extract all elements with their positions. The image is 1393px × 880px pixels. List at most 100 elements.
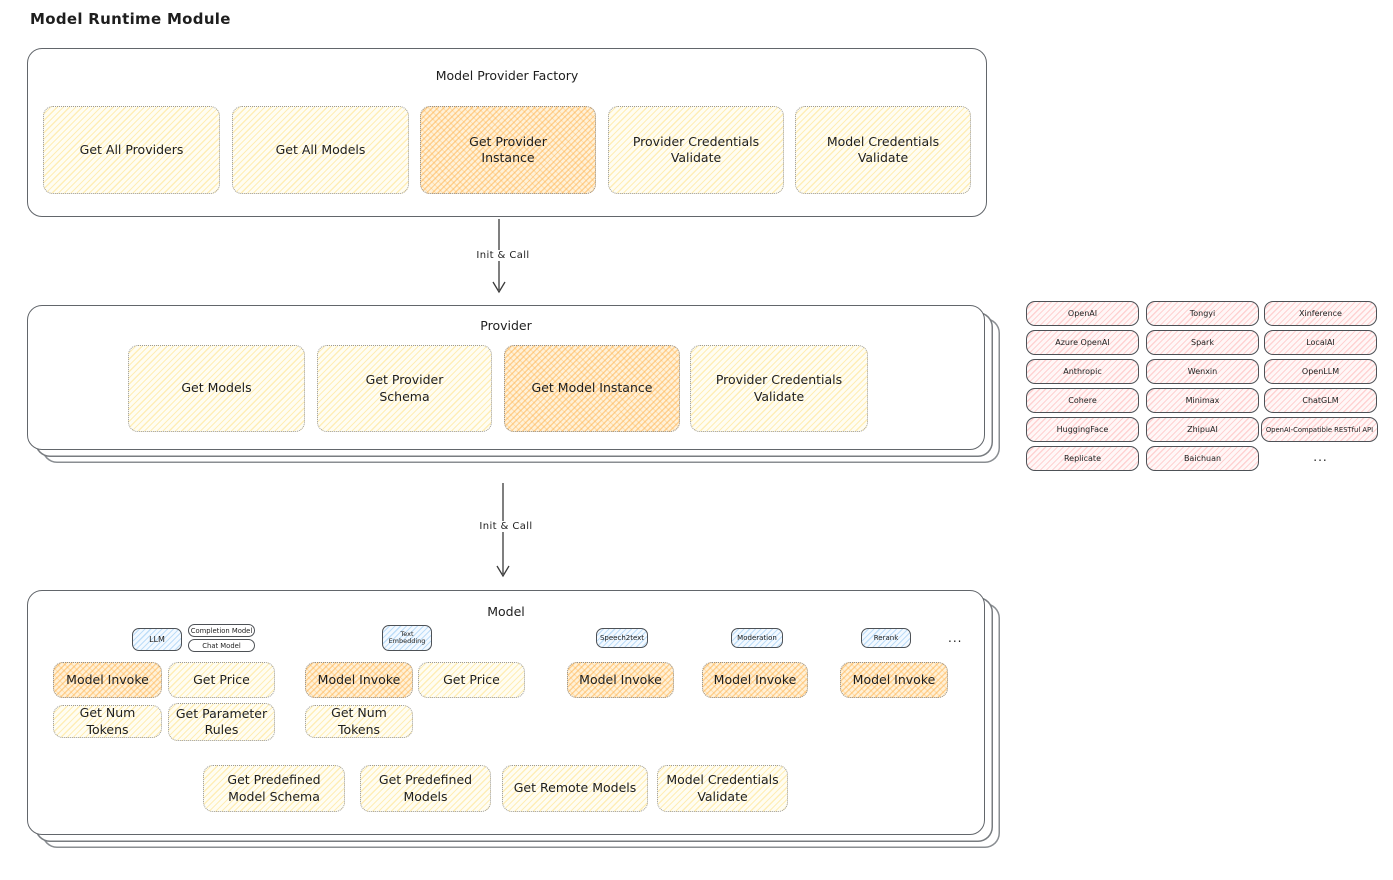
node-get-models: Get Models bbox=[128, 345, 305, 432]
type-pill-chat-model: Chat Model bbox=[188, 639, 255, 652]
node-llm-get-price: Get Price bbox=[168, 662, 275, 698]
provider-replicate: Replicate bbox=[1026, 446, 1139, 471]
node-label: Get Model Instance bbox=[531, 380, 653, 396]
type-pill-moderation: Moderation bbox=[731, 628, 783, 648]
node-get-provider-instance: Get Provider Instance bbox=[420, 106, 596, 194]
node-label: Get Predefined Model Schema bbox=[227, 772, 321, 804]
node-label: Get Price bbox=[193, 671, 250, 687]
type-pill-label: Rerank bbox=[873, 633, 899, 642]
type-pill-speech2text: Speech2text bbox=[596, 628, 648, 648]
node-model-credentials-validate-factory: Model Credentials Validate bbox=[795, 106, 971, 194]
type-pill-completion-model: Completion Model bbox=[188, 624, 255, 637]
provider-label: Anthropic bbox=[1063, 367, 1102, 376]
type-pill-label: Speech2text bbox=[599, 633, 645, 642]
node-get-provider-schema: Get Provider Schema bbox=[317, 345, 492, 432]
provider-zhipuai: ZhipuAI bbox=[1146, 417, 1259, 442]
node-label: Model Credentials Validate bbox=[826, 133, 940, 165]
node-label: Get Parameter Rules bbox=[175, 705, 268, 737]
node-label: Get Provider Schema bbox=[365, 372, 444, 404]
type-pill-label: Completion Model bbox=[190, 626, 253, 635]
node-label: Model Invoke bbox=[317, 671, 401, 687]
node-label: Model Invoke bbox=[66, 671, 149, 687]
provider-xinference: Xinference bbox=[1264, 301, 1377, 326]
type-pill-label: LLM bbox=[149, 634, 165, 644]
provider-openai-compatible-restful-api: OpenAI-Compatible RESTful API bbox=[1261, 417, 1378, 442]
provider-localai: LocalAI bbox=[1264, 330, 1377, 355]
provider-wenxin: Wenxin bbox=[1146, 359, 1259, 384]
node-label: Get Remote Models bbox=[513, 780, 637, 796]
type-pill-rerank: Rerank bbox=[861, 628, 911, 648]
provider-label: OpenAI bbox=[1067, 309, 1098, 318]
node-label: Model Credentials Validate bbox=[666, 772, 779, 804]
provider-huggingface: HuggingFace bbox=[1026, 417, 1139, 442]
provider-azure-openai: Azure OpenAI bbox=[1026, 330, 1139, 355]
provider-baichuan: Baichuan bbox=[1146, 446, 1259, 471]
provider-label: Minimax bbox=[1185, 396, 1220, 405]
provider-label: Replicate bbox=[1063, 454, 1101, 463]
provider-label: Xinference bbox=[1299, 309, 1342, 318]
provider-openai: OpenAI bbox=[1026, 301, 1139, 326]
provider-label: Cohere bbox=[1068, 396, 1097, 405]
node-label: Get All Providers bbox=[79, 141, 184, 157]
node-rerank-model-invoke: Model Invoke bbox=[840, 662, 948, 698]
arrow-provider-to-model bbox=[491, 483, 515, 582]
node-label: Get Price bbox=[443, 671, 500, 687]
node-get-predefined-models: Get Predefined Models bbox=[360, 765, 491, 812]
provider-label: ZhipuAI bbox=[1187, 425, 1218, 434]
arrow-label-init-call-2: Init & Call bbox=[461, 521, 551, 532]
type-pill-label: Chat Model bbox=[202, 641, 241, 650]
node-label: Get Models bbox=[181, 380, 252, 396]
provider-chatglm: ChatGLM bbox=[1264, 388, 1377, 413]
provider-label: HuggingFace bbox=[1056, 425, 1109, 434]
node-llm-get-num-tokens: Get Num Tokens bbox=[53, 705, 162, 738]
type-pill-label: Text Embedding bbox=[388, 629, 426, 645]
node-label: Get Num Tokens bbox=[331, 705, 387, 737]
provider-label: Tongyi bbox=[1189, 309, 1216, 318]
type-pill-llm: LLM bbox=[132, 628, 182, 651]
model-title: Model bbox=[487, 604, 525, 619]
type-pill-text-embedding: Text Embedding bbox=[382, 625, 432, 651]
node-label: Model Invoke bbox=[579, 671, 662, 687]
node-provider-credentials-validate-factory: Provider Credentials Validate bbox=[608, 106, 784, 194]
node-moderation-model-invoke: Model Invoke bbox=[702, 662, 808, 698]
node-get-all-providers: Get All Providers bbox=[43, 106, 220, 194]
provider-openllm: OpenLLM bbox=[1264, 359, 1377, 384]
model-type-more-ellipsis: ... bbox=[948, 631, 963, 645]
provider-spark: Spark bbox=[1146, 330, 1259, 355]
node-label: Model Invoke bbox=[713, 671, 797, 687]
node-get-all-models: Get All Models bbox=[232, 106, 409, 194]
node-embedding-model-invoke: Model Invoke bbox=[305, 662, 413, 698]
node-label: Provider Credentials Validate bbox=[715, 372, 843, 404]
node-label: Get Provider Instance bbox=[469, 133, 547, 165]
node-speech2text-model-invoke: Model Invoke bbox=[567, 662, 674, 698]
node-label: Model Invoke bbox=[852, 671, 936, 687]
node-get-predefined-model-schema: Get Predefined Model Schema bbox=[203, 765, 345, 812]
provider-more-ellipsis: ... bbox=[1313, 450, 1328, 464]
provider-tongyi: Tongyi bbox=[1146, 301, 1259, 326]
provider-label: Azure OpenAI bbox=[1055, 338, 1110, 347]
provider-minimax: Minimax bbox=[1146, 388, 1259, 413]
node-label: Provider Credentials Validate bbox=[632, 133, 760, 165]
node-get-remote-models: Get Remote Models bbox=[502, 765, 648, 812]
provider-label: OpenAI-Compatible RESTful API bbox=[1265, 425, 1374, 434]
type-pill-label: Moderation bbox=[737, 633, 777, 642]
diagram-title: Model Runtime Module bbox=[30, 10, 231, 28]
node-label: Get All Models bbox=[275, 141, 366, 157]
provider-label: Wenxin bbox=[1187, 367, 1218, 376]
node-label: Get Num Tokens bbox=[79, 705, 136, 737]
provider-label: OpenLLM bbox=[1301, 367, 1340, 376]
provider-anthropic: Anthropic bbox=[1026, 359, 1139, 384]
factory-title: Model Provider Factory bbox=[435, 68, 579, 83]
node-label: Get Predefined Models bbox=[378, 772, 473, 804]
arrow-label-init-call-1: Init & Call bbox=[458, 250, 548, 261]
node-llm-model-invoke: Model Invoke bbox=[53, 662, 162, 698]
provider-label: Spark bbox=[1191, 338, 1214, 347]
provider-title: Provider bbox=[480, 318, 532, 333]
node-provider-credentials-validate-provider: Provider Credentials Validate bbox=[690, 345, 868, 432]
node-embedding-get-price: Get Price bbox=[418, 662, 525, 698]
node-embedding-get-num-tokens: Get Num Tokens bbox=[305, 705, 413, 738]
node-model-credentials-validate-model: Model Credentials Validate bbox=[657, 765, 788, 812]
provider-label: LocalAI bbox=[1306, 338, 1335, 347]
node-get-model-instance: Get Model Instance bbox=[504, 345, 680, 432]
